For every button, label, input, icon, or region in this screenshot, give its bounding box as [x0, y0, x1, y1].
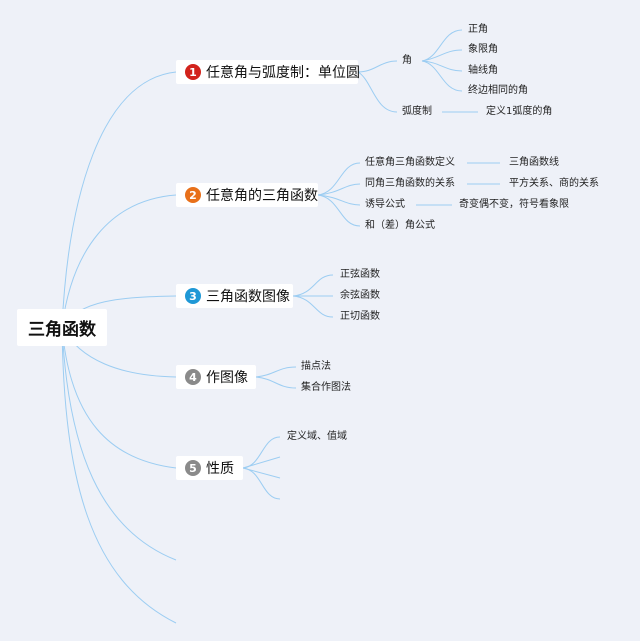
branch-label: 作图像	[206, 370, 248, 386]
connector-b5-i1	[242, 436, 281, 469]
connector-b2-i2	[317, 183, 361, 196]
connector-root-b2	[61, 194, 177, 328]
branch-label: 三角函数图像	[206, 289, 290, 305]
node-cosine-function[interactable]: 余弦函数	[340, 290, 380, 301]
connector-b5-i4	[242, 467, 281, 500]
node-square-quotient-relations[interactable]: 平方关系、商的关系	[509, 178, 599, 189]
branch-node-5[interactable]: 5 性质	[176, 456, 243, 480]
node-domain-range[interactable]: 定义域、值域	[287, 431, 347, 442]
branch-node-2[interactable]: 2 任意角的三角函数	[176, 183, 318, 207]
node-sine-function[interactable]: 正弦函数	[340, 269, 380, 280]
connector-angle-c2	[421, 49, 463, 62]
node-positive-angle[interactable]: 正角	[468, 24, 488, 35]
node-sum-difference-formula[interactable]: 和（差）角公式	[365, 220, 435, 231]
branch-node-1[interactable]: 1 任意角与弧度制：单位圆	[176, 60, 360, 84]
connector-root-extra-2	[61, 326, 177, 624]
number-badge-icon: 2	[185, 187, 201, 203]
node-coterminal-angle[interactable]: 终边相同的角	[468, 85, 528, 96]
branch-label: 性质	[206, 461, 234, 477]
branch-label: 任意角与弧度制：单位圆	[206, 65, 360, 81]
node-angle[interactable]: 角	[402, 55, 412, 66]
node-axis-angle[interactable]: 轴线角	[468, 65, 498, 76]
node-induction-formula[interactable]: 诱导公式	[365, 199, 405, 210]
connector-angle-c3	[421, 60, 463, 72]
connector-b2-i3	[317, 194, 361, 206]
connector-b3-i3	[292, 295, 334, 318]
branch-label: 任意角的三角函数	[206, 188, 318, 204]
node-trig-definition[interactable]: 任意角三角函数定义	[365, 157, 455, 168]
connector-b2-i4	[317, 194, 361, 227]
node-odd-even-rule[interactable]: 奇变偶不变，符号看象限	[459, 199, 569, 210]
branch-node-3[interactable]: 3 三角函数图像	[176, 284, 293, 308]
connector-b4-i2	[255, 376, 297, 389]
number-badge-icon: 3	[185, 288, 201, 304]
node-quadrant-angle[interactable]: 象限角	[468, 44, 498, 55]
connector-angle-c4	[421, 60, 463, 92]
number-badge-icon: 1	[185, 64, 201, 80]
node-set-plotting[interactable]: 集合作图法	[301, 382, 351, 393]
connector-b5-i2	[242, 456, 281, 469]
connector-b4-i1	[255, 366, 297, 378]
root-label: 三角函数	[28, 320, 96, 340]
root-node[interactable]: 三角函数	[17, 309, 107, 346]
node-radian-definition[interactable]: 定义1弧度的角	[486, 106, 553, 117]
connector-b1-angle	[357, 60, 398, 73]
connector-b2-i1	[317, 162, 361, 196]
connector-angle-c1	[421, 29, 463, 62]
connector-root-b5	[61, 326, 177, 469]
connector-b1-radian	[357, 71, 398, 113]
node-tangent-function[interactable]: 正切函数	[340, 311, 380, 322]
number-badge-icon: 4	[185, 369, 201, 385]
branch-node-4[interactable]: 4 作图像	[176, 365, 256, 389]
connector-root-b1	[61, 71, 177, 328]
node-same-angle-relations[interactable]: 同角三角函数的关系	[365, 178, 455, 189]
node-point-plotting[interactable]: 描点法	[301, 361, 331, 372]
connector-root-extra-1	[61, 326, 177, 561]
number-badge-icon: 5	[185, 460, 201, 476]
node-radian[interactable]: 弧度制	[402, 106, 432, 117]
connector-b3-i1	[292, 274, 334, 297]
node-trig-lines[interactable]: 三角函数线	[509, 157, 559, 168]
